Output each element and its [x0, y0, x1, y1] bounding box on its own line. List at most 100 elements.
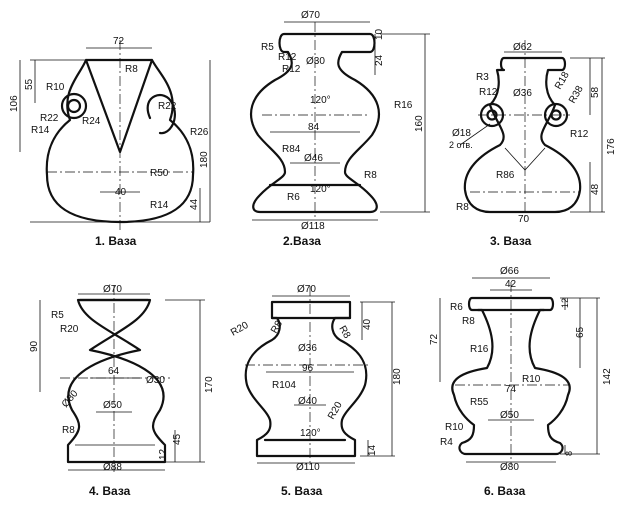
vase-1-right-handle	[146, 94, 177, 135]
vase-4-dim-r8: R8	[62, 425, 75, 436]
vase-2-dim-160: 160	[414, 115, 425, 132]
vase-3-dim-r12b: R12	[570, 129, 589, 140]
vase-6-dim-r8: R8	[462, 316, 475, 327]
vase-3-caption: 3. Ваза	[490, 234, 532, 248]
vase-5-dim-o70: Ø70	[297, 284, 316, 295]
vase-5-outline	[244, 300, 368, 458]
vase-1-caption: 1. Ваза	[95, 234, 137, 248]
vase-5-dim-r104: R104	[272, 380, 296, 391]
vase-4-dim-170: 170	[204, 376, 215, 393]
vase-6-dim-o50: Ø50	[500, 410, 519, 421]
vase-3-dim-r38: R38	[567, 84, 586, 106]
vase-4-dim-90: 90	[29, 340, 40, 352]
vase-3-dim-70: 70	[518, 214, 530, 225]
vase-1-dim-r14b: R14	[150, 200, 169, 211]
vase-6-dim-12: 12	[560, 298, 570, 308]
vase-1-dim-r26: R26	[190, 127, 209, 138]
vase-4-dim-r5: R5	[51, 310, 64, 321]
vase-1-left-handle	[60, 92, 88, 120]
vase-2-dim-r12b: R12	[282, 64, 301, 75]
vase-6-dim-o80: Ø80	[500, 462, 519, 473]
vase-5-dim-14: 14	[367, 444, 378, 456]
vase-2-dim-o46: Ø46	[304, 153, 323, 164]
vase-5-caption: 5. Ваза	[281, 484, 323, 498]
vase-3-dim-58: 58	[590, 86, 601, 98]
vase-4-dim-45: 45	[172, 433, 183, 445]
vase-2-dim-r6: R6	[287, 192, 300, 203]
vase-4-dim-12: 12	[158, 448, 169, 460]
vase-2-caption: 2.Ваза	[283, 234, 321, 248]
vase-6-caption: 6. Ваза	[484, 484, 526, 498]
vase-3-dim-r12a: R12	[479, 87, 498, 98]
vase-6-dim-74: 74	[505, 384, 517, 395]
vase-3-dim-o18: Ø18	[452, 128, 471, 139]
vase-1-dim-r22b: R22	[158, 101, 177, 112]
vase-1-drawing: 72 R8 55 106 R10 R22 R24 R14 R22 R26 180…	[9, 36, 211, 248]
vase-6-dim-42: 42	[505, 279, 517, 290]
vase-2-dim-120a: 120°	[310, 95, 331, 106]
vase-1-left-handle-inner	[66, 98, 82, 114]
vase-3-dim-r18: R18	[553, 70, 572, 92]
vase-1-dim-r50: R50	[150, 168, 169, 179]
vase-5-dim-96: 96	[302, 363, 314, 374]
vase-1-dim-r22a: R22	[40, 113, 59, 124]
vase-6-dim-72: 72	[429, 333, 440, 345]
vase-5-dim-o110: Ø110	[296, 462, 320, 473]
vase-5-dim-180: 180	[392, 368, 403, 385]
vase-2-dim-r84: R84	[282, 144, 301, 155]
vase-5-dim-120: 120°	[300, 428, 321, 439]
vase-6-dim-r10b: R10	[445, 422, 464, 433]
vase-6-dim-r4: R4	[440, 437, 453, 448]
vase-6-dim-r10a: R10	[522, 374, 541, 385]
vase-1-dim-r24: R24	[82, 116, 101, 127]
vase-1-dim-r10: R10	[46, 82, 65, 93]
vase-6-dim-65: 65	[575, 326, 586, 338]
vase-5-dim-o40: Ø40	[298, 396, 317, 407]
vase-1-dim-106: 106	[9, 95, 20, 112]
vase-1-dim-55: 55	[24, 78, 35, 90]
vase-2-dim-10: 10	[374, 28, 385, 40]
vase-3-dim-48: 48	[590, 183, 601, 195]
vase-2-dim-o70: Ø70	[301, 10, 320, 21]
vase-2-dim-r8: R8	[364, 170, 377, 181]
vase-3-dim-176: 176	[606, 138, 617, 155]
vase-2-drawing: Ø70 R5 10 R12 R12 Ø30 24 120° R16 160 84…	[249, 10, 430, 248]
vase-5-dim-r20a: R20	[229, 320, 251, 339]
vase-6-outline	[451, 296, 571, 456]
vase-4-drawing: Ø70 R5 R20 90 64 Ø30 170 Ø80 Ø50 R8 45 1…	[29, 284, 215, 498]
vase-5-dim-40: 40	[362, 318, 373, 330]
vase-2-outline	[249, 32, 381, 214]
vase-1-dim-r8: R8	[125, 64, 138, 75]
vase-5-dim-o36: Ø36	[298, 343, 317, 354]
vase-3-dim-o36: Ø36	[513, 88, 532, 99]
vase-5-dim-r8a: R8	[269, 319, 285, 336]
vase-1-dim-44: 44	[189, 198, 200, 210]
vase-3-dim-r3: R3	[476, 72, 489, 83]
vase-1-dim-r14a: R14	[31, 125, 50, 136]
vase-2-dim-r12a: R12	[278, 52, 297, 63]
vase-4-dim-o30: Ø30	[146, 375, 165, 386]
vase-6-drawing: Ø66 42 R6 12 72 R8 65 R16 R10 74 142 R55…	[429, 266, 613, 498]
vase-1-dim-40: 40	[115, 187, 127, 198]
vase-2-dim-r16: R16	[394, 100, 413, 111]
vase-2-dim-120b: 120°	[310, 184, 331, 195]
vase-6-dim-142: 142	[602, 368, 613, 385]
vase-2-dim-24: 24	[374, 54, 385, 66]
vase-3-dim-2holes: 2 отв.	[449, 140, 473, 150]
vase-3-dim-r86: R86	[496, 170, 515, 181]
vase-6-dim-r16: R16	[470, 344, 489, 355]
vase-1-dim-72: 72	[113, 36, 125, 47]
vase-4-dim-o70: Ø70	[103, 284, 122, 295]
vase-6-dim-8: 8	[564, 451, 574, 456]
vase-6-dim-r6: R6	[450, 302, 463, 313]
vase-6-dim-o66: Ø66	[500, 266, 519, 277]
vase-2-dim-o30: Ø30	[306, 56, 325, 67]
vase-2-dim-o118: Ø118	[301, 221, 325, 232]
vase-4-dim-o88: Ø88	[103, 462, 122, 473]
vase-5-drawing: Ø70 R8 R8 40 R20 Ø36 96 180 R104 Ø40 R20…	[229, 284, 403, 498]
vase-6-dim-r55: R55	[470, 397, 489, 408]
vase-4-caption: 4. Ваза	[89, 484, 131, 498]
vase-3-dim-o62: Ø62	[513, 42, 532, 53]
vase-2-dim-r5: R5	[261, 42, 274, 53]
